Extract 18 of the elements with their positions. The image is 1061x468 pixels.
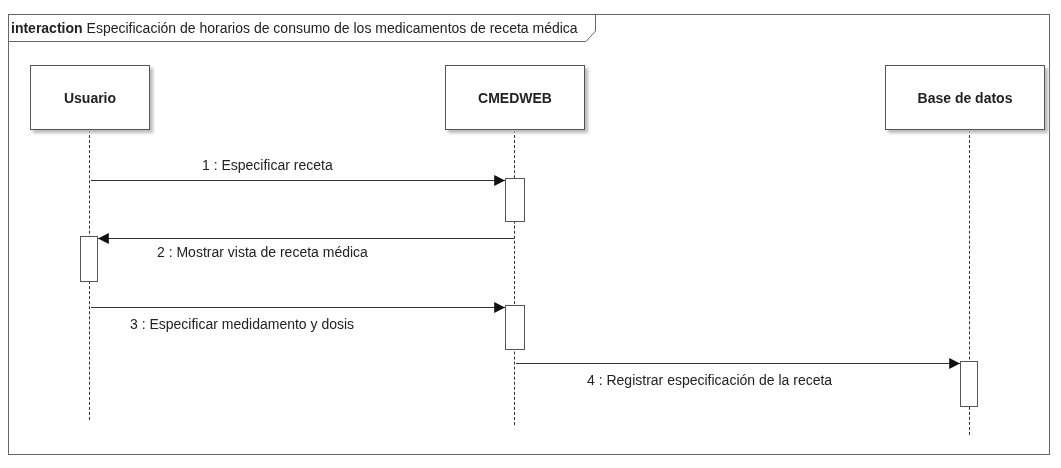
- interaction-frame: [8, 14, 1050, 455]
- message-arrow: [90, 302, 506, 313]
- activation-bar: [505, 178, 525, 222]
- frame-keyword: interaction: [11, 20, 83, 36]
- message-label: 1 : Especificar receta: [200, 157, 335, 173]
- participant-box: Base de datos: [885, 65, 1045, 130]
- activation-bar: [505, 305, 525, 350]
- message-arrow: [90, 175, 506, 186]
- frame-title: Especificación de horarios de consumo de los medicamentos de receta médica: [86, 20, 578, 36]
- message-label: 4 : Registrar especificación de la receta: [585, 372, 835, 388]
- message-label: 2 : Mostrar vista de receta médica: [155, 244, 370, 260]
- participant-box: CMEDWEB: [445, 65, 585, 130]
- message-arrow: [97, 233, 515, 244]
- message-arrow: [515, 358, 961, 369]
- activation-bar: [80, 236, 98, 282]
- activation-bar: [960, 361, 978, 407]
- participant-box: Usuario: [30, 65, 150, 130]
- message-label: 3 : Especificar medidamento y dosis: [128, 316, 357, 332]
